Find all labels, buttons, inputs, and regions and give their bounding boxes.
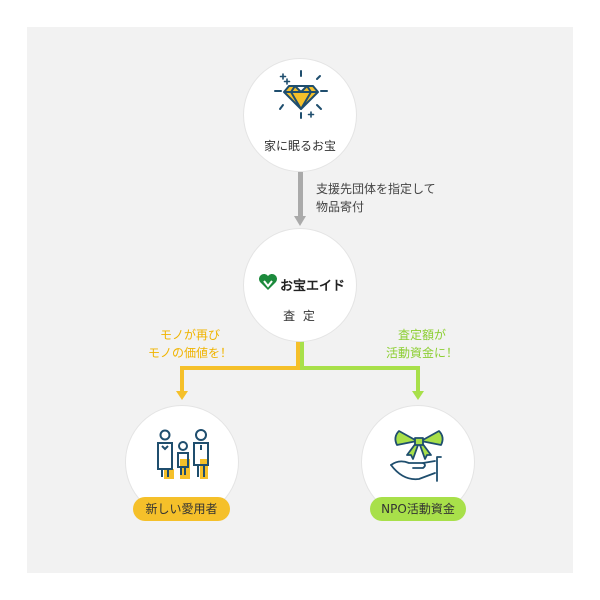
connector-green-down	[416, 366, 420, 392]
arrow-down-icon	[412, 391, 424, 400]
connector-yellow-vertical	[296, 340, 300, 370]
edge-label-line: 物品寄付	[316, 200, 365, 214]
node-appraisal: お宝エイド 査 定	[243, 228, 357, 342]
edge-label-line: 査定額が	[397, 328, 446, 342]
arrow-down-icon	[176, 391, 188, 400]
badge-new-owner: 新しい愛用者	[133, 497, 230, 521]
edge-label-reuse: モノが再び モノの価値を！	[140, 326, 240, 362]
edge-label-line: 活動資金に！	[385, 346, 458, 360]
otakara-aid-logo: お宝エイド	[258, 272, 346, 294]
edge-label-funds: 査定額が 活動資金に！	[372, 326, 472, 362]
diamond-icon	[274, 70, 328, 119]
edge-label-line: モノが再び	[159, 328, 220, 342]
edge-label-donation: 支援先団体を指定して 物品寄付	[316, 180, 436, 216]
connector-green-horizontal	[300, 366, 420, 370]
node-label: 査 定	[283, 309, 317, 323]
connector-yellow-down	[180, 366, 184, 392]
node-label: 家に眠るお宝	[263, 139, 336, 153]
arrow-down-icon	[294, 216, 306, 226]
node-home-treasure: 家に眠るお宝	[243, 58, 357, 172]
connector-top-middle	[298, 172, 303, 218]
connector-green-vertical	[300, 340, 304, 370]
logo-text: お宝エイド	[280, 279, 346, 294]
family-icon	[157, 429, 209, 479]
gift-hand-icon	[390, 430, 444, 482]
heart-logo-icon	[259, 274, 277, 290]
edge-label-line: 支援先団体を指定して	[316, 182, 436, 196]
badge-npo-funds: NPO活動資金	[370, 497, 466, 521]
edge-label-line: モノの価値を！	[147, 346, 232, 360]
connector-yellow-horizontal	[180, 366, 298, 370]
